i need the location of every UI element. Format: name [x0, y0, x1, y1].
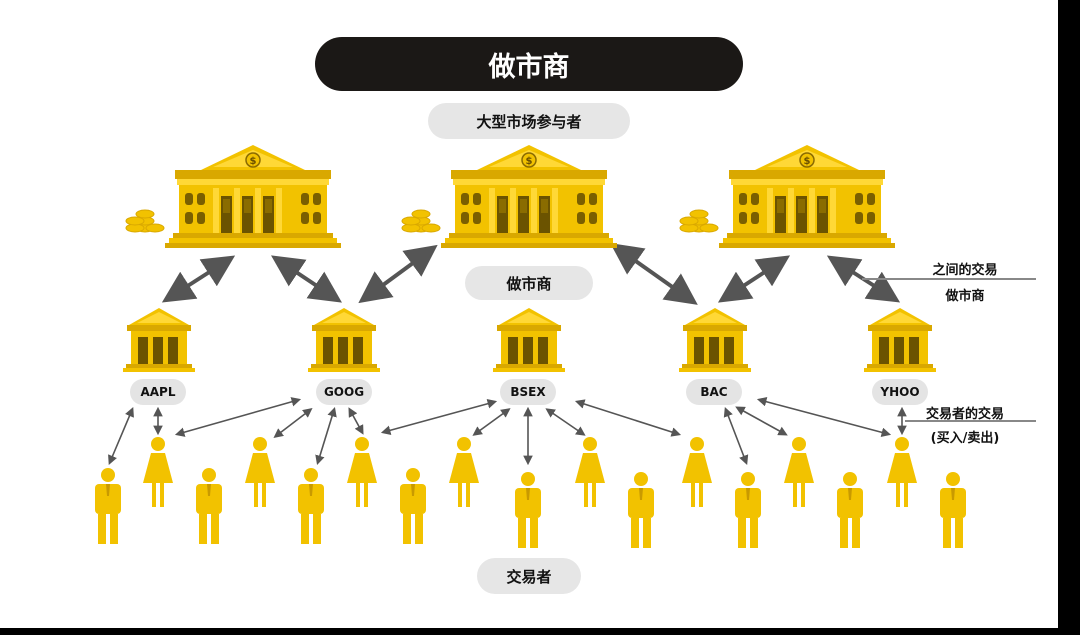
between-mm-label-2: 做市商: [945, 289, 985, 304]
large-bank-left: $: [125, 145, 341, 248]
between-mm-label-1: 之间的交易: [932, 263, 998, 278]
page-title: 做市商: [315, 37, 743, 91]
market-maker-bank-yhoo: [864, 308, 936, 372]
market-maker-bank-bsex: [493, 308, 565, 372]
svg-text:$: $: [526, 156, 533, 167]
trader-man-15: [837, 472, 863, 548]
trader-woman-14: [784, 437, 814, 507]
market-maker-bank-aapl: [123, 308, 195, 372]
trader-man-5: [298, 468, 324, 544]
large-coins-center: [401, 209, 441, 233]
trader-woman-16: [887, 437, 917, 507]
arrow-bank-center-goog: [358, 244, 438, 304]
large-participants-pill: 大型市场参与者: [428, 103, 630, 139]
trader-woman-6: [347, 437, 377, 507]
arrow-bsex-trader-12: [574, 399, 682, 437]
market-maker-bank-goog: [308, 308, 380, 372]
arrow-bank-left-goog: [271, 255, 342, 303]
trader-woman-12: [682, 437, 712, 507]
trader-man-7: [400, 468, 426, 544]
ticker-yhoo: YHOO: [872, 379, 928, 405]
trader-woman-10: [575, 437, 605, 507]
ticker-aapl: AAPL: [130, 379, 186, 405]
trader-man-3: [196, 468, 222, 544]
arrow-bac-trader-13: [723, 407, 749, 465]
svg-text:$: $: [250, 156, 257, 167]
trader-man-13: [735, 472, 761, 548]
trader-man-17: [940, 472, 966, 548]
market-maker-bank-bac: [679, 308, 751, 372]
trader-trades-label-1: 交易者的交易: [925, 407, 1004, 422]
market-makers-pill: 做市商: [465, 266, 593, 300]
ticker-bac: BAC: [686, 379, 742, 405]
trader-woman-4: [245, 437, 275, 507]
arrow-bsex-trader-10: [545, 408, 586, 436]
large-bank-right: $: [679, 145, 895, 248]
ticker-goog: GOOG: [316, 379, 372, 405]
diagram-graphics: $ $ $: [95, 145, 1036, 548]
large-coins-right: [679, 209, 719, 233]
trader-man-1: [95, 468, 121, 544]
arrow-goog-trader-4: [273, 408, 313, 438]
trader-woman-2: [143, 437, 173, 507]
svg-text:$: $: [804, 156, 811, 167]
arrow-bank-center-bac: [610, 243, 698, 305]
arrow-goog-trader-2: [174, 397, 302, 437]
arrow-bac-trader-16: [756, 397, 892, 437]
arrow-bsex-trader-6: [380, 399, 498, 435]
arrow-bac-trader-14: [735, 406, 788, 436]
arrow-aapl-trader-1: [108, 407, 134, 465]
large-coins-left: [125, 209, 165, 233]
arrow-goog-trader-6: [348, 407, 364, 435]
trader-trades-label-2: (买入/卖出): [930, 431, 1000, 446]
ticker-bsex: BSEX: [500, 379, 556, 405]
arrow-bsex-trader-8: [472, 408, 511, 436]
diagram-canvas: $ $ $ 做市商 大型市场参与者 做市商 交易者 AAPL GOOG BSEX B…: [0, 0, 1058, 628]
large-bank-center: $: [401, 145, 617, 248]
traders-pill: 交易者: [477, 558, 581, 594]
arrow-bank-right-bac: [717, 255, 791, 303]
trader-man-9: [515, 472, 541, 548]
trader-woman-8: [449, 437, 479, 507]
arrow-goog-trader-5: [315, 406, 337, 466]
arrow-bank-left-aapl: [161, 255, 236, 303]
trader-man-11: [628, 472, 654, 548]
